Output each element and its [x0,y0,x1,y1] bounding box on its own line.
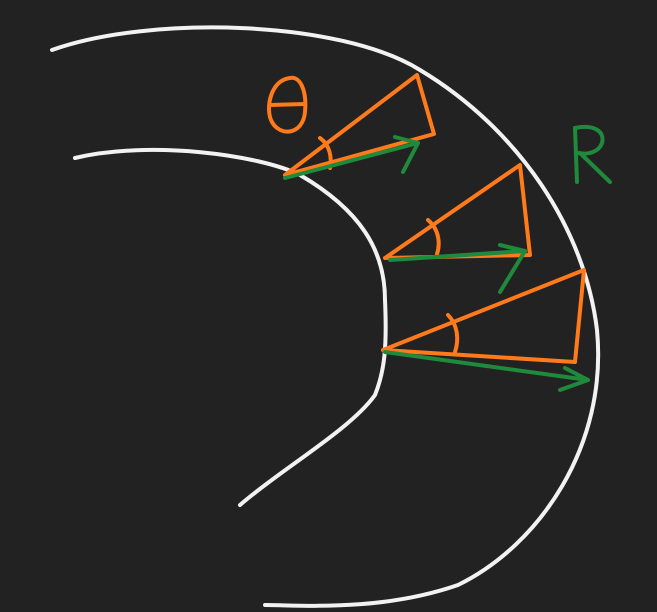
theta-icon [267,75,308,134]
outer-boundary-curve [50,25,601,608]
triangle-middle-outline [383,163,532,260]
triangle-middle-angle-arc [426,218,441,256]
triangle-bottom [381,268,586,364]
r-leg [578,151,612,184]
arrow-middle-head [498,243,527,294]
theta-crossbar [268,102,307,107]
arrow-bottom-shaft [383,350,590,382]
r-label: R [573,125,612,184]
triangle-middle [383,163,532,260]
triangle-bottom-outline [381,268,586,364]
theta-label: θ [267,75,308,134]
r-icon [573,126,579,184]
triangle-top-outline [283,73,436,177]
arrow-middle-shaft [388,249,527,262]
arrow-top-shaft [283,141,420,180]
arrow-top [283,135,420,180]
triangle-bottom-angle-arc [446,313,460,354]
arrow-top-head [393,135,420,174]
arrow-bottom-head [558,366,590,392]
r-bowl [573,125,605,156]
arrow-middle [388,243,527,294]
inner-boundary-curve [73,147,388,507]
arrow-bottom [383,350,590,392]
